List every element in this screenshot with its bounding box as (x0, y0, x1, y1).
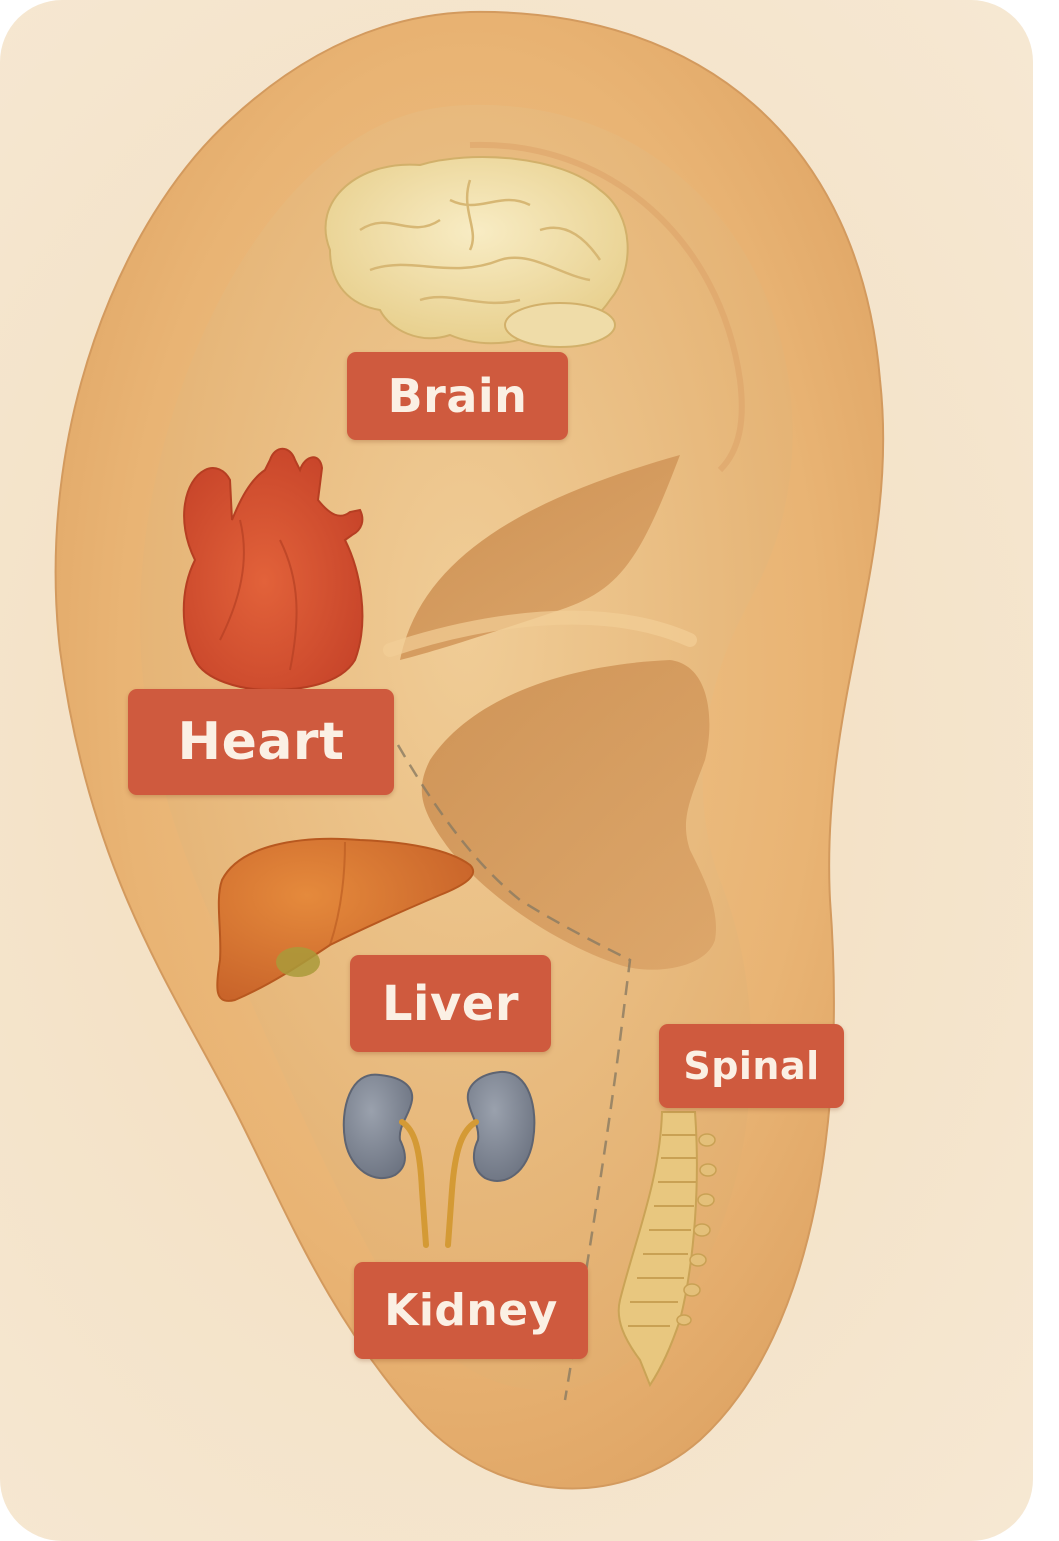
brain-icon (324, 156, 629, 348)
label-brain-text: Brain (387, 369, 528, 423)
label-heart: Heart (128, 689, 394, 795)
label-kidney-text: Kidney (384, 1285, 558, 1336)
spine-icon (617, 1111, 717, 1388)
diagram-card: Brain Heart Liver Spinal Kidney (0, 0, 1033, 1541)
heart-icon (182, 447, 364, 692)
label-spinal-text: Spinal (683, 1044, 820, 1088)
label-liver: Liver (350, 955, 551, 1052)
label-liver-text: Liver (381, 975, 520, 1032)
label-kidney: Kidney (354, 1262, 588, 1359)
label-spinal: Spinal (659, 1024, 844, 1108)
label-heart-text: Heart (177, 712, 345, 772)
kidneys-icon (342, 1070, 536, 1248)
liver-icon (216, 837, 475, 1002)
ear-illustration (54, 10, 885, 1490)
label-brain: Brain (347, 352, 568, 440)
